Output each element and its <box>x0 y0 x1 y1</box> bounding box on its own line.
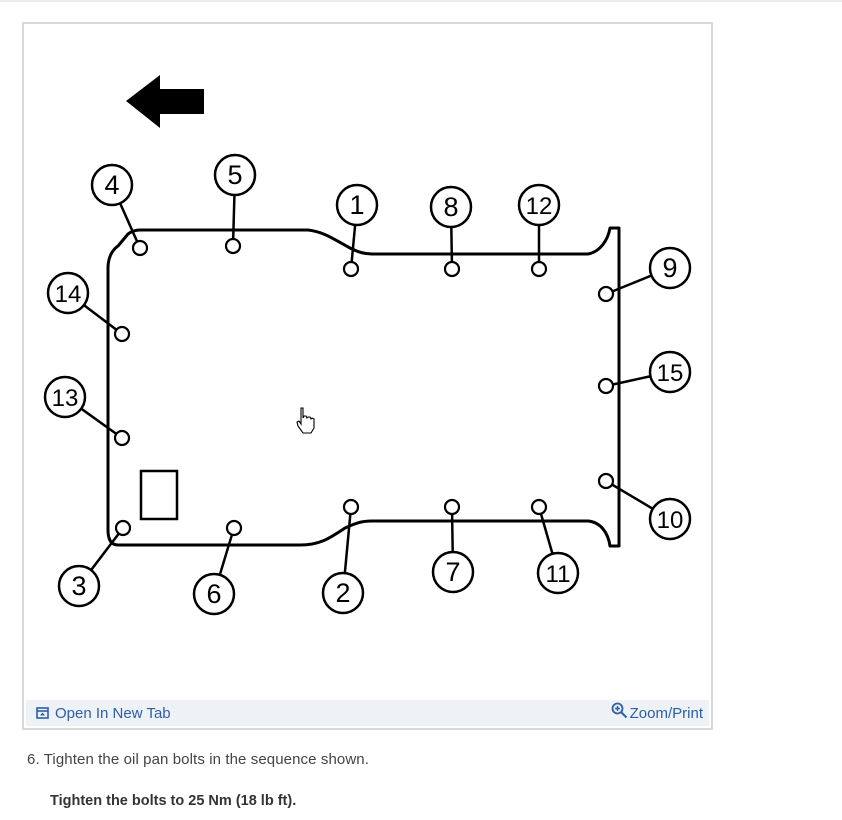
bolt-hole <box>597 285 615 303</box>
bolt-number-label: 9 <box>662 253 677 283</box>
bolt-leader-line <box>231 194 236 240</box>
bolt-number-circle <box>648 350 692 394</box>
bolt-number-circle <box>536 551 580 595</box>
bolt-number-label: 6 <box>206 579 221 609</box>
bolt-number-label: 7 <box>445 557 460 587</box>
bolt-hole <box>224 237 242 255</box>
bolt-number-label: 11 <box>546 561 571 588</box>
bolt-number-circle <box>648 246 692 290</box>
bolt-hole <box>530 498 548 516</box>
bolt-number-label: 4 <box>104 170 119 200</box>
bolt-number-circle <box>90 163 134 207</box>
open-new-tab-link[interactable]: Open In New Tab <box>36 705 171 722</box>
bolt-number-label: 12 <box>526 193 553 220</box>
bolt-number-label: 2 <box>335 578 350 608</box>
bolt-number-label: 13 <box>52 385 79 412</box>
bolt-number-label: 5 <box>227 160 242 190</box>
bolt-number-label: 8 <box>443 192 458 222</box>
bolt-hole <box>597 377 615 395</box>
left-arrow-icon <box>126 75 204 128</box>
zoom-print-label: Zoom/Print <box>629 704 703 722</box>
zoom-print-link[interactable]: Zoom/Print <box>611 702 703 722</box>
bolt-number-circle <box>213 153 257 197</box>
bolt-number-label: 10 <box>657 507 684 534</box>
open-new-tab-icon <box>36 707 49 719</box>
bolt-hole <box>443 260 461 278</box>
bolt-leader-line <box>611 483 654 510</box>
bolt-number-circle <box>321 571 365 615</box>
bolt-hole <box>342 260 360 278</box>
bolt-leader-line <box>539 513 554 555</box>
bolt-leader-line <box>450 513 454 553</box>
bolt-number-circle <box>46 271 90 315</box>
bolt-number-circle <box>192 572 236 616</box>
top-divider <box>0 0 842 2</box>
bolt-hole <box>530 260 548 278</box>
oil-pan-outline <box>106 226 621 548</box>
bolt-leader-line <box>80 407 118 435</box>
bolt-number-label: 15 <box>657 360 684 387</box>
bolt-number-circle <box>517 183 561 227</box>
drain-plug-rect <box>139 469 179 521</box>
zoom-in-icon <box>611 702 627 718</box>
bolt-hole <box>597 472 615 490</box>
bolt-hole <box>113 325 131 343</box>
open-new-tab-label: Open In New Tab <box>55 704 171 722</box>
bolt-hole <box>443 498 461 516</box>
bolt-leader-line <box>450 226 454 263</box>
bolt-hole <box>342 498 360 516</box>
bolt-hole <box>131 239 149 257</box>
bolt-leader-line <box>83 304 118 331</box>
bolt-leader-line <box>118 202 139 243</box>
bolt-leader-line <box>350 224 357 263</box>
figure-toolbar: Open In New Tab Zoom/Print <box>26 700 709 726</box>
instruction-step: 6. Tighten the oil pan bolts in the sequ… <box>27 751 369 768</box>
bolt-number-circle <box>648 497 692 541</box>
bolt-hole <box>114 519 132 537</box>
bolt-hole <box>225 519 243 537</box>
bolt-number-circle <box>429 185 473 229</box>
bolt-hole <box>113 429 131 447</box>
bolt-number-label: 3 <box>71 571 86 601</box>
bolt-number-label: 14 <box>55 281 82 308</box>
hand-pointer-icon <box>296 407 315 434</box>
bolt-number-circle <box>335 183 379 227</box>
bolt-leader-line <box>612 375 651 386</box>
bolt-number-circle <box>43 375 87 419</box>
bolt-number-circle <box>57 564 101 608</box>
bolt-leader-line <box>612 274 652 293</box>
bolt-leader-line <box>218 534 234 576</box>
bolt-leader-line <box>343 513 352 574</box>
bolt-number-label: 1 <box>349 190 364 220</box>
bolt-number-circle <box>431 550 475 594</box>
torque-spec: Tighten the bolts to 25 Nm (18 lb ft). <box>50 793 297 809</box>
bolt-leader-line <box>90 532 120 571</box>
